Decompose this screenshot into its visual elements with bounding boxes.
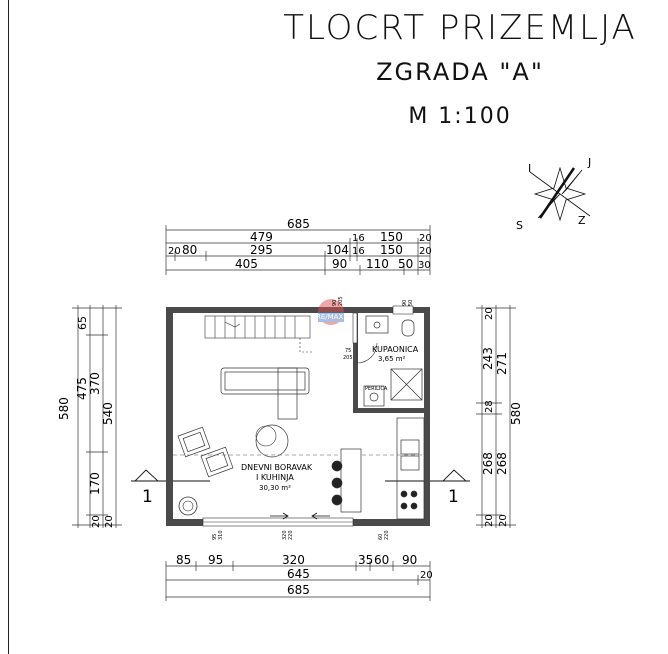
note-bm-220: 220 (288, 530, 294, 540)
room-bath-area: 3,65 m² (378, 355, 406, 363)
watermark-text: RE/MAX (316, 313, 343, 321)
dim-top-479: 479 (250, 230, 273, 244)
dim-r3-20b: 20 (419, 246, 432, 257)
drawing-title: TLOCRT PRIZEMLJA (283, 8, 637, 48)
dim-r3-80: 80 (182, 243, 197, 257)
dim-right-20a: 20 (484, 307, 495, 320)
right-dimensions (476, 305, 516, 528)
dim-b-90: 90 (402, 553, 417, 567)
bathroom-fixtures (363, 315, 423, 407)
dim-b-645: 645 (287, 567, 310, 581)
interior-walls (352, 312, 424, 413)
dim-right-271: 271 (495, 352, 509, 375)
note-door-205: 205 (343, 355, 353, 361)
dim-r4-30: 30 (418, 260, 431, 271)
dim-right-28: 28 (484, 400, 495, 413)
dim-top-150: 150 (380, 230, 403, 244)
compass-i: I (528, 162, 531, 175)
dim-r4-405: 405 (235, 257, 258, 271)
dim-top-overall: 685 (287, 217, 310, 231)
window-bath (392, 305, 414, 315)
dim-left-580: 580 (57, 397, 71, 420)
dim-right-20c: 20 (498, 514, 509, 527)
bath-door (356, 342, 378, 364)
dim-right-268a: 268 (481, 452, 495, 475)
dim-r4-50: 50 (398, 257, 413, 271)
note-win-90: 90 (402, 300, 408, 306)
dim-b-85: 85 (176, 553, 191, 567)
dim-r4-90: 90 (332, 257, 347, 271)
dim-left-20a: 20 (91, 515, 102, 528)
note-top-90: 90 (332, 300, 338, 306)
note-bm-320: 320 (282, 530, 288, 540)
dim-r3-150: 150 (380, 243, 403, 257)
room-bath-name: KUPAONICA (372, 345, 419, 354)
dim-b-60: 60 (374, 553, 389, 567)
remax-watermark (318, 299, 344, 325)
dim-right-580: 580 (509, 402, 523, 425)
dim-left-540: 540 (101, 402, 115, 425)
dim-b-685: 685 (287, 583, 310, 597)
dim-left-65: 65 (76, 316, 89, 330)
armchairs (177, 426, 234, 478)
section-label-right: 1 (448, 487, 459, 507)
section-label-left: 1 (142, 487, 153, 507)
note-win-50: 50 (408, 300, 414, 306)
kitchen-counter (396, 417, 425, 520)
page-edge-line (8, 0, 9, 654)
dim-right-20b: 20 (484, 514, 495, 527)
note-br-60: 60 (378, 534, 384, 540)
left-dimensions (72, 305, 122, 528)
plant-pot (178, 496, 198, 516)
dim-r3-16: 16 (352, 246, 365, 257)
exterior-walls (166, 307, 430, 526)
dim-r3-20: 20 (168, 246, 181, 257)
dim-left-20b: 20 (104, 515, 115, 528)
room-living-name: DNEVNI BORAVAK (241, 463, 313, 472)
room-living-name2: I KUHINJA (256, 473, 294, 482)
note-door-75: 75 (345, 348, 351, 354)
note-top-205: 205 (338, 296, 344, 306)
dim-left-475: 475 (75, 377, 89, 400)
dim-left-170: 170 (88, 472, 102, 495)
dim-top-16: 16 (352, 233, 365, 244)
dim-b-35: 35 (358, 553, 373, 567)
compass-icon (529, 166, 591, 222)
washer-label: PERILICA (365, 386, 388, 392)
round-table (255, 424, 289, 458)
staircase (204, 315, 312, 353)
building-label: ZGRADA "A" (376, 58, 544, 86)
compass-z: Z (578, 214, 586, 227)
dim-b-95: 95 (208, 553, 223, 567)
note-bl-310: 310 (218, 530, 224, 540)
kitchen-island (331, 448, 362, 513)
sofa (220, 367, 310, 420)
dim-r4-110: 110 (366, 257, 389, 271)
dim-right-243: 243 (481, 347, 495, 370)
compass-s: S (516, 219, 523, 232)
dim-right-268b: 268 (495, 452, 509, 475)
note-br-220: 220 (384, 530, 390, 540)
scale-label: M 1:100 (408, 104, 512, 129)
dim-left-370: 370 (88, 372, 102, 395)
room-living-area: 30,30 m² (259, 484, 291, 492)
dim-r3-104: 104 (326, 243, 349, 257)
compass-j: J (587, 156, 591, 169)
dim-top-20: 20 (419, 233, 432, 244)
dim-b-20: 20 (420, 570, 433, 581)
top-dimensions (165, 225, 431, 275)
dim-b-320: 320 (282, 553, 305, 567)
note-bl-95: 95 (212, 534, 218, 540)
dim-r3-295: 295 (250, 243, 273, 257)
bottom-dimensions (165, 561, 431, 601)
